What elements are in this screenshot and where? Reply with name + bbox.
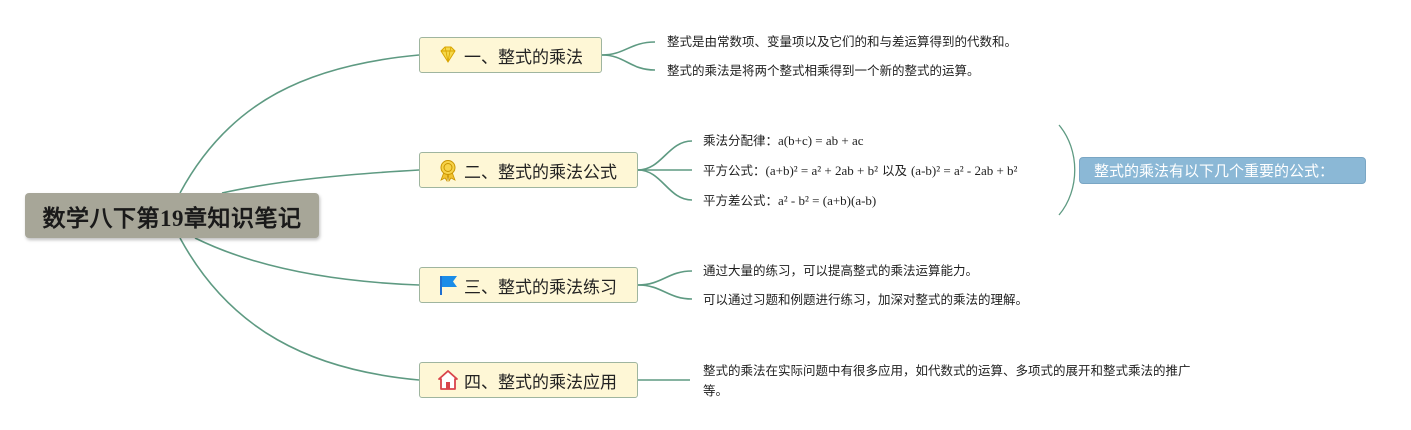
summary-box[interactable]: 整式的乘法有以下几个重要的公式： <box>1079 157 1366 184</box>
topic-3-leaf-1[interactable]: 通过大量的练习，可以提高整式的乘法运算能力。 <box>703 263 979 278</box>
root-topic[interactable]: 数学八下第19章知识笔记 <box>25 193 319 238</box>
topic-2-label: 二、整式的乘法公式 <box>464 162 617 183</box>
summary-brace <box>1058 124 1076 216</box>
connector-root-topic-4 <box>179 237 420 381</box>
formula-expression: a² - b² = (a+b)(a-b) <box>778 193 877 208</box>
diamond-icon <box>436 43 460 67</box>
connector-root-topic-2 <box>221 169 420 194</box>
summary-text: 整式的乘法有以下几个重要的公式： <box>1094 162 1335 180</box>
topic-1-label: 一、整式的乘法 <box>464 47 583 68</box>
connector-topic-3-leaf-2 <box>637 284 693 300</box>
connector-topic-1-leaf-2 <box>601 54 656 71</box>
topic-4-leaf-1[interactable]: 整式的乘法在实际问题中有很多应用，如代数式的运算、多项式的展开和整式乘法的推广等… <box>703 363 1191 398</box>
formula-name: 乘法分配律： <box>703 133 779 148</box>
topic-1[interactable]: 一、整式的乘法 <box>419 37 602 73</box>
connector-root-topic-1 <box>179 54 420 194</box>
home-icon <box>436 368 460 392</box>
flag-icon <box>436 273 460 297</box>
topic-4[interactable]: 四、整式的乘法应用 <box>419 362 638 398</box>
formula-expression: (a+b)² = a² + 2ab + b² <box>765 163 879 178</box>
formula-expression-2: (a-b)² = a² - 2ab + b² <box>910 163 1018 178</box>
formula-expression: a(b+c) = ab + ac <box>778 133 864 148</box>
connector-root-topic-3 <box>194 237 420 286</box>
topic-3-label: 三、整式的乘法练习 <box>464 277 617 298</box>
connector-topic-3-leaf-1 <box>637 270 693 286</box>
connector-topic-2-leaf-3 <box>637 169 693 201</box>
topic-2-leaf-1[interactable]: 乘法分配律：a(b+c) = ab + ac <box>703 133 864 149</box>
root-title: 数学八下第19章知识笔记 <box>42 205 302 231</box>
formula-name: 平方公式： <box>703 163 766 178</box>
topic-1-leaf-2[interactable]: 整式的乘法是将两个整式相乘得到一个新的整式的运算。 <box>667 63 980 78</box>
topic-3[interactable]: 三、整式的乘法练习 <box>419 267 638 303</box>
topic-1-leaf-1[interactable]: 整式是由常数项、变量项以及它们的和与差运算得到的代数和。 <box>667 34 1018 49</box>
connector-topic-1-leaf-1 <box>601 41 656 56</box>
topic-2-leaf-3[interactable]: 平方差公式：a² - b² = (a+b)(a-b) <box>703 193 876 209</box>
award-ribbon-icon <box>436 158 460 182</box>
formula-name: 平方差公式： <box>703 193 779 208</box>
topic-2[interactable]: 二、整式的乘法公式 <box>419 152 638 188</box>
topic-4-label: 四、整式的乘法应用 <box>464 372 617 393</box>
connector-topic-2-leaf-1 <box>637 140 693 171</box>
topic-3-leaf-2[interactable]: 可以通过习题和例题进行练习，加深对整式的乘法的理解。 <box>703 292 1029 307</box>
formula-joiner: 以及 <box>878 163 911 178</box>
topic-2-leaf-2[interactable]: 平方公式：(a+b)² = a² + 2ab + b² 以及 (a-b)² = … <box>703 163 1017 179</box>
